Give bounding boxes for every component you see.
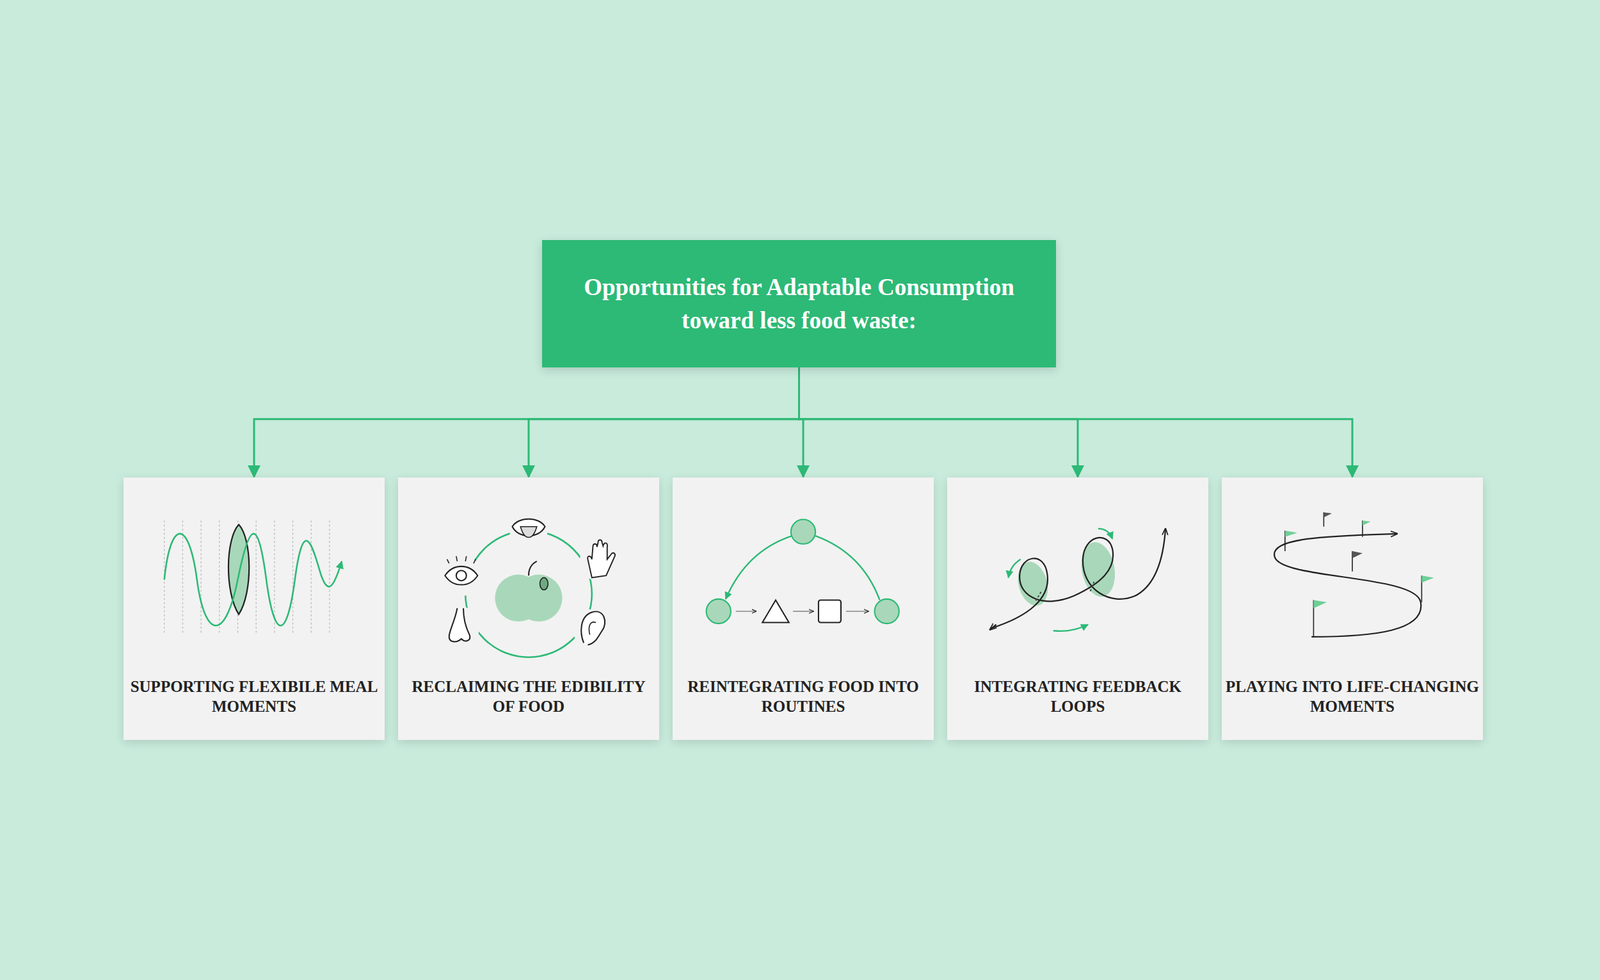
opportunity-card: RECLAIMING THE EDIBILITY OF FOOD [398,477,660,740]
title-text: Opportunities for Adaptable Consumption … [581,270,1017,338]
opportunity-card: PLAYING INTO LIFE-CHANGING MOMENTS [1221,477,1483,740]
card-label: PLAYING INTO LIFE-CHANGING MOMENTS [1225,677,1480,717]
card-label: INTEGRATING FEEDBACK LOOPS [951,677,1205,717]
opportunity-card: INTEGRATING FEEDBACK LOOPS [947,477,1209,740]
branch-arrow [254,367,800,477]
branch-arrow [528,367,800,477]
opportunity-card: SUPPORTING FLEXIBILE MEAL MOMENTS [123,477,385,740]
title-box: Opportunities for Adaptable Consumption … [542,240,1056,368]
card-label: SUPPORTING FLEXIBILE MEAL MOMENTS [127,677,381,717]
card-label: REINTEGRATING FOOD INTO ROUTINES [676,677,930,717]
card-label: RECLAIMING THE EDIBILITY OF FOOD [401,677,656,717]
branch-arrow [799,367,1079,477]
opportunity-card: REINTEGRATING FOOD INTO ROUTINES [672,477,934,740]
branch-arrow [799,367,1353,477]
